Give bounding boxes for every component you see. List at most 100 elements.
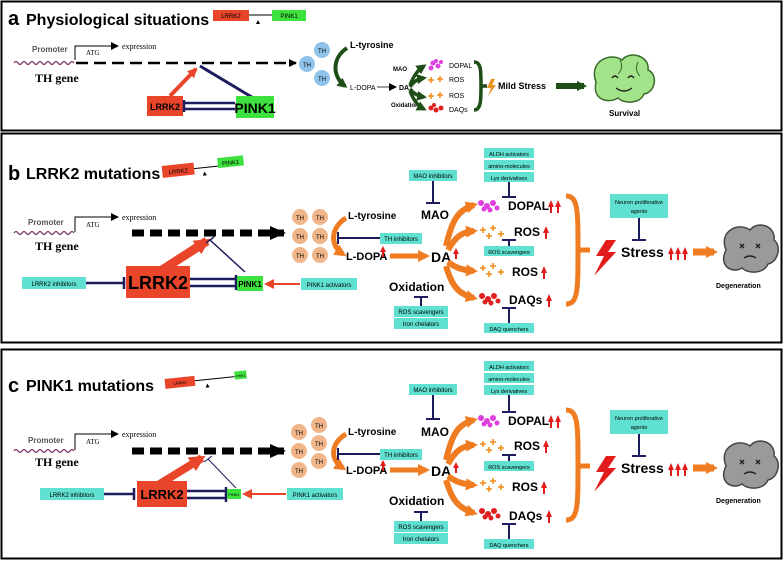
transcription-arrow — [74, 42, 119, 60]
pink1-inhibit-line — [209, 239, 246, 273]
up-arrow-icon — [668, 247, 674, 260]
th-circle-label: TH — [318, 49, 326, 55]
lrrk2-inhibitors-label: LRRK2 inhibitors — [49, 493, 94, 499]
th-circle-label: TH — [296, 235, 304, 241]
mao-label: MAO — [393, 67, 407, 73]
l-tyrosine-label: L-tyrosine — [350, 40, 394, 50]
up-arrow-icon — [675, 463, 681, 476]
ros-label: ROS — [449, 93, 465, 100]
aldh-activators-box — [484, 361, 534, 371]
lrrk2-box — [147, 96, 183, 116]
mao-inhibitors-box — [409, 170, 457, 181]
panel-c: c PINK1 mutations LRRK2 PINK1 Promoter A… — [0, 348, 783, 560]
pink1-inhibit-bar — [205, 236, 215, 244]
header-marker — [256, 20, 260, 24]
amino-molecules-box — [484, 373, 534, 383]
th-circle — [292, 228, 308, 244]
l-dopa-label: L-DOPA — [346, 465, 387, 477]
da-label: DA — [431, 249, 451, 265]
dopal-label: DOPAL — [508, 199, 549, 213]
oxidation-label: Oxidation — [389, 494, 444, 508]
panel-a-title: Physiological situations — [26, 12, 209, 29]
up-arrow-icon — [675, 247, 681, 260]
th-circle — [311, 453, 327, 469]
expression-label: expression — [122, 213, 156, 222]
up-arrow-icon — [543, 226, 549, 239]
lys-derivatives-label: Lys derivatives — [491, 176, 527, 182]
lrrk2-label: LRRK2 — [140, 487, 183, 502]
mao-label: MAO — [421, 425, 449, 439]
l-dopa-label: L-DOPA — [346, 251, 387, 263]
th-circle-label: TH — [316, 254, 324, 260]
panel-b-frame — [0, 132, 783, 344]
panel-b-letter: b — [8, 163, 20, 185]
daqs-icon — [479, 508, 501, 521]
iron-chelators-box — [394, 318, 448, 329]
dopal-icon — [478, 200, 500, 213]
header-lrrk2-box — [164, 375, 196, 389]
pink1-activators-label: PINK1 activators — [293, 493, 338, 499]
dopal-icon — [428, 59, 443, 71]
ros-icon — [428, 76, 443, 83]
ros-icon — [480, 439, 504, 453]
oxidation-label: Oxidation — [389, 280, 444, 294]
ros-scavengers-label: ROS scavengers — [398, 310, 443, 316]
neuron-agents-label-2: agents — [631, 425, 648, 431]
oxidation-label: Oxidation — [391, 103, 419, 109]
th-circle — [312, 209, 328, 225]
amino-molecules-label: amino-molecules — [488, 164, 530, 170]
header-lrrk2-box — [161, 162, 195, 178]
lys-derivatives-label: Lys derivatives — [491, 389, 527, 395]
da-to-daqs-arrow — [443, 479, 478, 517]
atg-label: ATG — [86, 49, 100, 57]
neuron-agents-label-1: Neuron proliferative — [615, 416, 663, 422]
lightning-icon — [594, 240, 616, 276]
degeneration-label: Degeneration — [716, 498, 761, 505]
th-circle-label: TH — [315, 424, 323, 430]
pink1-label: PINK1 — [228, 492, 240, 497]
aldh-activators-box — [484, 148, 534, 158]
header-lrrk2-box — [213, 10, 249, 21]
th-circle — [291, 424, 307, 440]
daq-quenchers-box — [484, 539, 534, 549]
header-lrrk2-label: LRRK2 — [173, 380, 187, 386]
th-circle — [312, 228, 328, 244]
mild-stress-label: Mild Stress — [498, 81, 546, 91]
da-to-ros-arrow — [445, 439, 478, 466]
th-circle-label: TH — [295, 469, 303, 475]
ros-icon — [480, 225, 504, 239]
up-arrow-icon — [546, 294, 552, 307]
ros-scavengers-box2 — [484, 246, 534, 256]
aldh-activators-label: ALDH activators — [489, 152, 529, 158]
up-arrow-icon — [453, 248, 459, 259]
up-arrow-icon — [682, 247, 688, 260]
bracket — [565, 407, 581, 523]
neuron-agents-box — [610, 410, 668, 434]
lightning-icon — [487, 79, 496, 96]
daq-quenchers-label: DAQ quenchers — [489, 327, 528, 333]
th-circle-label: TH — [295, 431, 303, 437]
aldh-activators-label: ALDH activators — [489, 365, 529, 371]
promoter-dna — [13, 60, 75, 66]
header-lrrk2-label: LRRK2 — [168, 168, 189, 176]
th-inhibitors-box — [380, 449, 422, 460]
pink1-label: PINK1 — [238, 280, 262, 289]
da-to-daqs-arrow — [443, 265, 478, 302]
bracket — [565, 193, 581, 307]
lys-derivatives-box — [484, 172, 534, 182]
up-arrow-icon — [541, 266, 547, 279]
pink1-activators-label: PINK1 activators — [307, 283, 352, 289]
lrrk2-inhibitors-box — [40, 488, 104, 500]
degeneration-label: Degeneration — [716, 283, 761, 290]
pink1-activators-box — [287, 488, 343, 500]
header-pink1-box — [217, 155, 245, 169]
panel-a-letter: a — [8, 8, 20, 30]
daqs-label: DAQs — [509, 293, 543, 307]
degenerating-brain-icon — [722, 224, 779, 273]
lrrk2-inhibitors-label: LRRK2 inhibitors — [31, 282, 76, 288]
ros-icon — [428, 92, 443, 99]
up-arrow-icon — [548, 415, 554, 428]
survival-label: Survival — [609, 109, 640, 118]
promoter-label: Promoter — [28, 436, 64, 445]
